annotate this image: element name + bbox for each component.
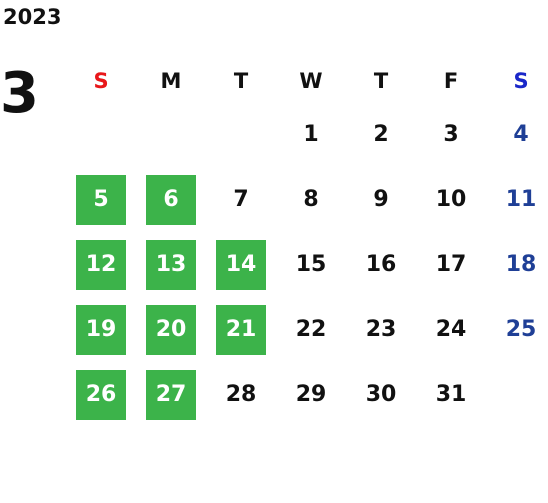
calendar-day[interactable]: 2 (346, 102, 416, 167)
day-number: 8 (303, 187, 319, 212)
weekday-saturday: S (513, 69, 529, 93)
day-number: 20 (155, 317, 187, 342)
calendar-day[interactable]: 23 (346, 297, 416, 362)
day-number: 23 (365, 317, 397, 342)
day-number: 5 (93, 187, 109, 212)
calendar-day-highlighted[interactable]: 27 (136, 362, 206, 427)
calendar-day[interactable]: 15 (276, 232, 346, 297)
day-number: 10 (435, 187, 467, 212)
weekday-tuesday: T (233, 69, 249, 93)
day-number: 6 (163, 187, 179, 212)
day-number: 15 (295, 252, 327, 277)
day-number: 11 (505, 187, 537, 212)
calendar-day-highlighted[interactable]: 19 (66, 297, 136, 362)
day-number: 16 (365, 252, 397, 277)
month-number: 3 (0, 61, 39, 126)
calendar-day[interactable]: 11 (486, 167, 548, 232)
calendar-day[interactable]: 3 (416, 102, 486, 167)
day-number: 17 (435, 252, 467, 277)
calendar-day[interactable]: 25 (486, 297, 548, 362)
day-number: 26 (85, 382, 117, 407)
calendar-day[interactable]: 29 (276, 362, 346, 427)
day-number: 3 (443, 122, 459, 147)
calendar-day[interactable]: 10 (416, 167, 486, 232)
calendar-day[interactable]: 31 (416, 362, 486, 427)
calendar-day[interactable]: 24 (416, 297, 486, 362)
day-number: 2 (373, 122, 389, 147)
day-number: 29 (295, 382, 327, 407)
weekday-monday: M (160, 69, 182, 93)
day-number: 1 (303, 122, 319, 147)
calendar-day-highlighted[interactable]: 21 (206, 297, 276, 362)
day-number: 30 (365, 382, 397, 407)
day-number: 22 (295, 317, 327, 342)
calendar-day-highlighted[interactable]: 5 (66, 167, 136, 232)
weekday-wednesday: W (299, 69, 323, 93)
calendar-day-highlighted[interactable]: 26 (66, 362, 136, 427)
day-number: 12 (85, 252, 117, 277)
calendar-day[interactable]: 4 (486, 102, 548, 167)
calendar-day[interactable]: 30 (346, 362, 416, 427)
year-label: 2023 (3, 5, 62, 29)
calendar-day-highlighted[interactable]: 20 (136, 297, 206, 362)
weekday-friday: F (443, 69, 459, 93)
calendar-day[interactable]: 1 (276, 102, 346, 167)
calendar-day-highlighted[interactable]: 13 (136, 232, 206, 297)
day-number: 28 (225, 382, 257, 407)
day-number: 18 (505, 252, 537, 277)
calendar-day-highlighted[interactable]: 14 (206, 232, 276, 297)
day-number: 19 (85, 317, 117, 342)
weekday-thursday: T (373, 69, 389, 93)
day-number: 24 (435, 317, 467, 342)
calendar-day[interactable]: 18 (486, 232, 548, 297)
day-number: 4 (513, 122, 529, 147)
calendar-day-highlighted[interactable]: 12 (66, 232, 136, 297)
calendar-day-highlighted[interactable]: 6 (136, 167, 206, 232)
day-number: 7 (233, 187, 249, 212)
day-number: 27 (155, 382, 187, 407)
day-number: 13 (155, 252, 187, 277)
day-number: 31 (435, 382, 467, 407)
calendar-day[interactable]: 28 (206, 362, 276, 427)
calendar-day[interactable]: 9 (346, 167, 416, 232)
calendar-day[interactable]: 17 (416, 232, 486, 297)
weekday-sunday: S (93, 69, 109, 93)
day-number: 25 (505, 317, 537, 342)
calendar-day[interactable]: 16 (346, 232, 416, 297)
day-number: 14 (225, 252, 257, 277)
day-number: 21 (225, 317, 257, 342)
calendar-day[interactable]: 7 (206, 167, 276, 232)
day-number: 9 (373, 187, 389, 212)
calendar-day[interactable]: 22 (276, 297, 346, 362)
calendar-day[interactable]: 8 (276, 167, 346, 232)
